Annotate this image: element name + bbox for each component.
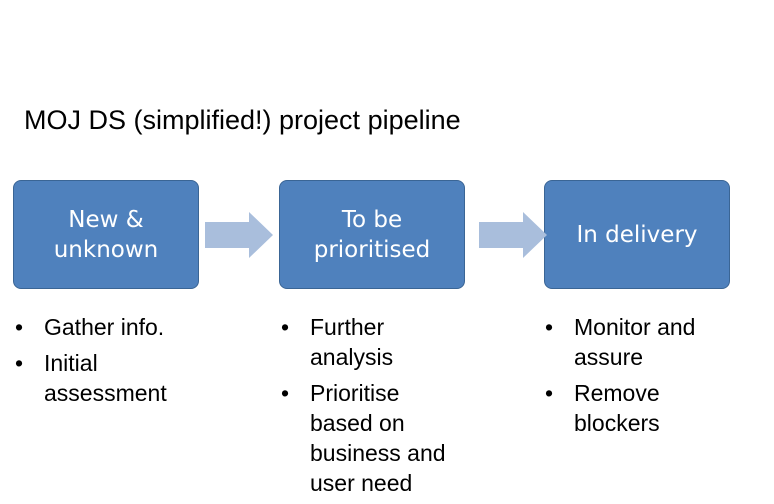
list-item-text: Prioritise based on business and user ne… (310, 380, 446, 496)
list-item-text: Further analysis (310, 314, 394, 370)
list-item-text: Monitor and assure (574, 314, 696, 370)
stage-bullet-list: • Monitor and assure • Remove blockers (545, 312, 695, 444)
list-item: • Prioritise based on business and user … (281, 378, 446, 498)
bullet-icon: • (545, 314, 554, 340)
bullet-icon: • (281, 380, 290, 406)
diagram-title: MOJ DS (simplified!) project pipeline (24, 105, 461, 135)
list-item: • Gather info. (15, 312, 167, 342)
bullet-icon: • (15, 314, 24, 340)
bullet-icon: • (15, 350, 24, 376)
list-item-text: Gather info. (44, 314, 165, 340)
list-item: • Further analysis (281, 312, 446, 372)
stage-box-to-be-prioritised: To be prioritised (279, 180, 465, 289)
list-item-text: Remove blockers (574, 380, 660, 436)
stage-bullet-list: • Gather info. • Initial assessment (15, 312, 167, 414)
stage-label: In delivery (576, 221, 698, 248)
bullet-icon: • (281, 314, 290, 340)
stage-box-new-unknown: New & unknown (13, 180, 199, 289)
bullet-icon: • (545, 380, 554, 406)
stage-bullet-list: • Further analysis • Prioritise based on… (281, 312, 446, 504)
list-item-text: Initial assessment (44, 350, 167, 406)
stage-label: New & unknown (53, 206, 159, 263)
right-arrow-icon (479, 212, 547, 258)
right-arrow-icon (205, 212, 273, 258)
list-item: • Initial assessment (15, 348, 167, 408)
stage-box-in-delivery: In delivery (544, 180, 730, 289)
stage-label: To be prioritised (313, 206, 431, 263)
list-item: • Remove blockers (545, 378, 695, 438)
list-item: • Monitor and assure (545, 312, 695, 372)
